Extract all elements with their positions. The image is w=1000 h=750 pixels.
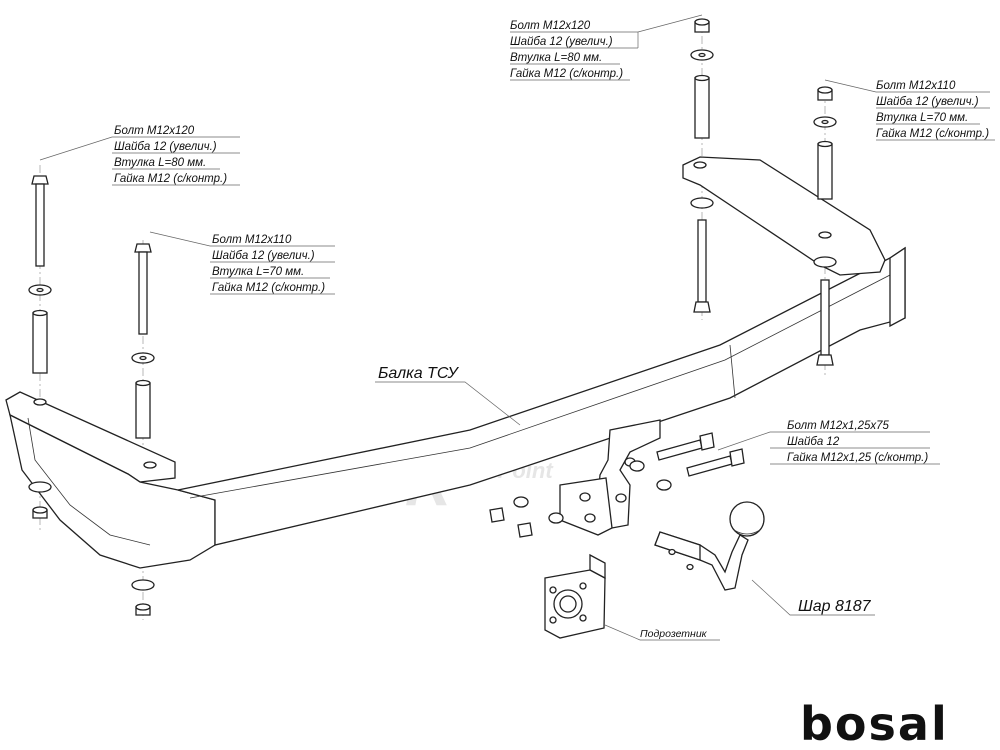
label-top-center: Болт M12x120 Шайба 12 (увелич.) Втулка L…: [510, 20, 623, 80]
label-line: Шайба 12 (увелич.): [510, 36, 613, 48]
socket-plate: [544, 553, 606, 639]
bosal-logo: bosal: [800, 697, 949, 750]
label-line: Болт M12x110: [212, 234, 292, 246]
label-socket-plate: Подрозетник: [640, 628, 708, 640]
label-line: Втулка L=80 мм.: [510, 52, 602, 64]
label-line: Втулка L=80 мм.: [114, 157, 206, 169]
label-line: Втулка L=70 мм.: [876, 112, 968, 124]
top-center-fastener-stack: [690, 18, 714, 313]
label-left-outer: Болт M12x120 Шайба 12 (увелич.) Втулка L…: [114, 125, 227, 185]
label-line: Болт M12x120: [510, 20, 591, 32]
label-line: Гайка M12 (с/контр.): [876, 128, 989, 140]
label-line: Шайба 12 (увелич.): [212, 250, 315, 262]
tow-ball: [654, 501, 765, 591]
label-line: Гайка M12 (с/контр.): [114, 173, 227, 185]
left-outer-fastener-stack: [28, 175, 52, 519]
label-line: Шайба 12 (увелич.): [876, 96, 979, 108]
label-ball: Шар 8187: [798, 598, 872, 615]
label-line: Болт M12x110: [876, 80, 956, 92]
top-right-fastener-stack: [813, 86, 837, 366]
towbar-beam: [5, 156, 906, 569]
leader-lines: [39, 14, 995, 641]
label-line: Шайба 12: [787, 436, 840, 448]
label-line: Шайба 12 (увелич.): [114, 141, 217, 153]
bracket-bolts: [489, 432, 745, 538]
label-bracket-bolts: Болт M12x1,25x75 Шайба 12 Гайка M12x1,25…: [787, 420, 928, 464]
label-line: Болт M12x1,25x75: [787, 420, 890, 432]
label-top-right: Болт M12x110 Шайба 12 (увелич.) Втулка L…: [876, 80, 989, 140]
left-inner-fastener-stack: [131, 243, 155, 616]
label-line: Гайка M12 (с/контр.): [212, 282, 325, 294]
label-line: Гайка M12x1,25 (с/контр.): [787, 452, 928, 464]
label-beam: Балка ТСУ: [378, 365, 459, 382]
label-line: Втулка L=70 мм.: [212, 266, 304, 278]
label-left-inner: Болт M12x110 Шайба 12 (увелич.) Втулка L…: [212, 234, 325, 294]
label-line: Болт M12x120: [114, 125, 195, 137]
label-line: Гайка M12 (с/контр.): [510, 68, 623, 80]
